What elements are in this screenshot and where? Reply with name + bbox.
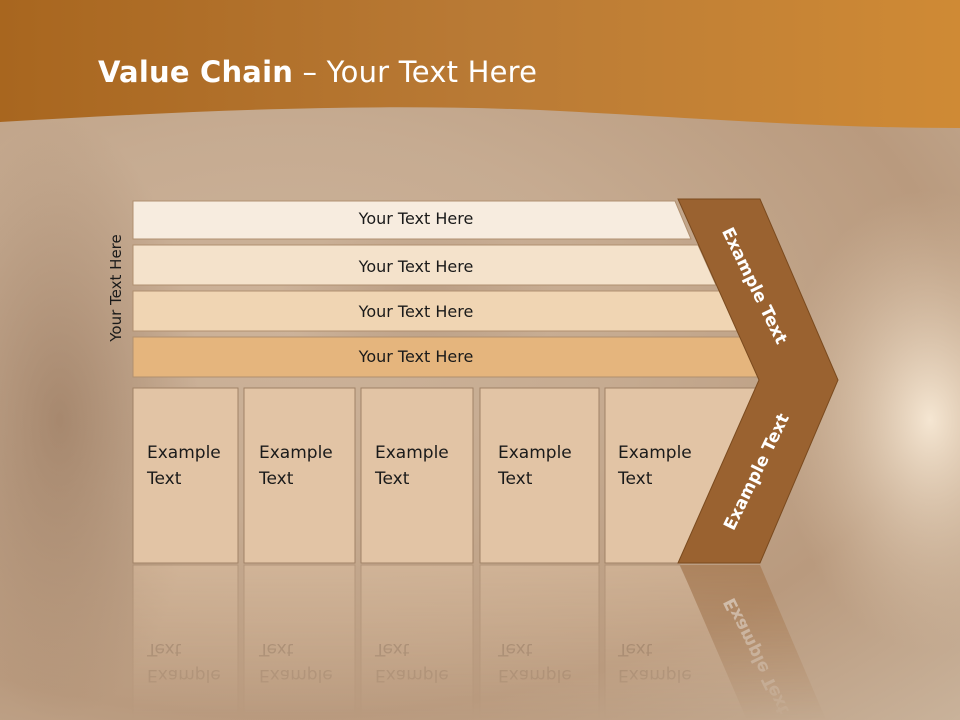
reflection-box-3-line-1: Example xyxy=(375,665,449,685)
primary-box-1-line-1: Example xyxy=(147,443,221,463)
reflection-box-5-line-1: Example xyxy=(618,665,692,685)
margin-chevron: Example Text Example Text xyxy=(677,198,839,564)
diagram-reflection: Example Text Example Text Example Text E… xyxy=(132,564,827,720)
reflection-box-2-line-1: Example xyxy=(259,665,333,685)
primary-box-2-line-1: Example xyxy=(259,443,333,463)
primary-box-2-line-2: Text xyxy=(258,469,294,489)
support-bar-1 xyxy=(132,200,692,240)
primary-box-4-line-2: Text xyxy=(497,469,533,489)
support-bar-3-label: Your Text Here xyxy=(358,302,474,321)
primary-box-2 xyxy=(243,387,356,564)
primary-box-5-line-2: Text xyxy=(617,469,653,489)
margin-chevron-shape xyxy=(677,198,839,564)
reflection-box-3-line-2: Text xyxy=(374,639,410,659)
reflection-box-2-line-2: Text xyxy=(258,639,294,659)
support-bar-1-label: Your Text Here xyxy=(358,209,474,228)
primary-box-3-line-2: Text xyxy=(374,469,410,489)
support-bars: Your Text Here Your Text Here Your Text … xyxy=(132,200,763,378)
reflection-box-4-line-2: Text xyxy=(497,639,533,659)
primary-box-4-line-1: Example xyxy=(498,443,572,463)
primary-box-1 xyxy=(132,387,239,564)
primary-box-3-line-1: Example xyxy=(375,443,449,463)
primary-boxes: Example Text Example Text Example Text E… xyxy=(132,387,762,564)
primary-box-3 xyxy=(360,387,474,564)
reflection-box-1-line-2: Text xyxy=(146,639,182,659)
primary-box-5-line-1: Example xyxy=(618,443,692,463)
header-band xyxy=(0,0,960,128)
primary-box-1-line-2: Text xyxy=(146,469,182,489)
reflection-box-5-line-2: Text xyxy=(617,639,653,659)
support-bar-4-label: Your Text Here xyxy=(358,347,474,366)
title-bold: Value Chain xyxy=(98,55,294,89)
page-title: Value Chain – Your Text Here xyxy=(98,55,537,89)
primary-box-4 xyxy=(479,387,600,564)
reflection-box-1-line-1: Example xyxy=(147,665,221,685)
title-rest: – Your Text Here xyxy=(293,55,538,89)
reflection-box-4-line-1: Example xyxy=(498,665,572,685)
support-bar-2-label: Your Text Here xyxy=(358,257,474,276)
